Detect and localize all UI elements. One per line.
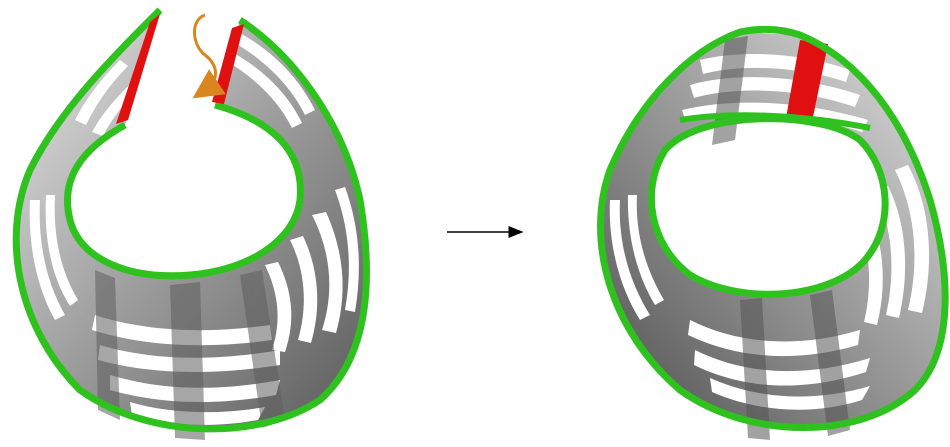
rejoined-band-figure: [601, 29, 946, 440]
rotation-arrow-icon: [194, 15, 215, 90]
cut-band-figure: [16, 10, 366, 440]
